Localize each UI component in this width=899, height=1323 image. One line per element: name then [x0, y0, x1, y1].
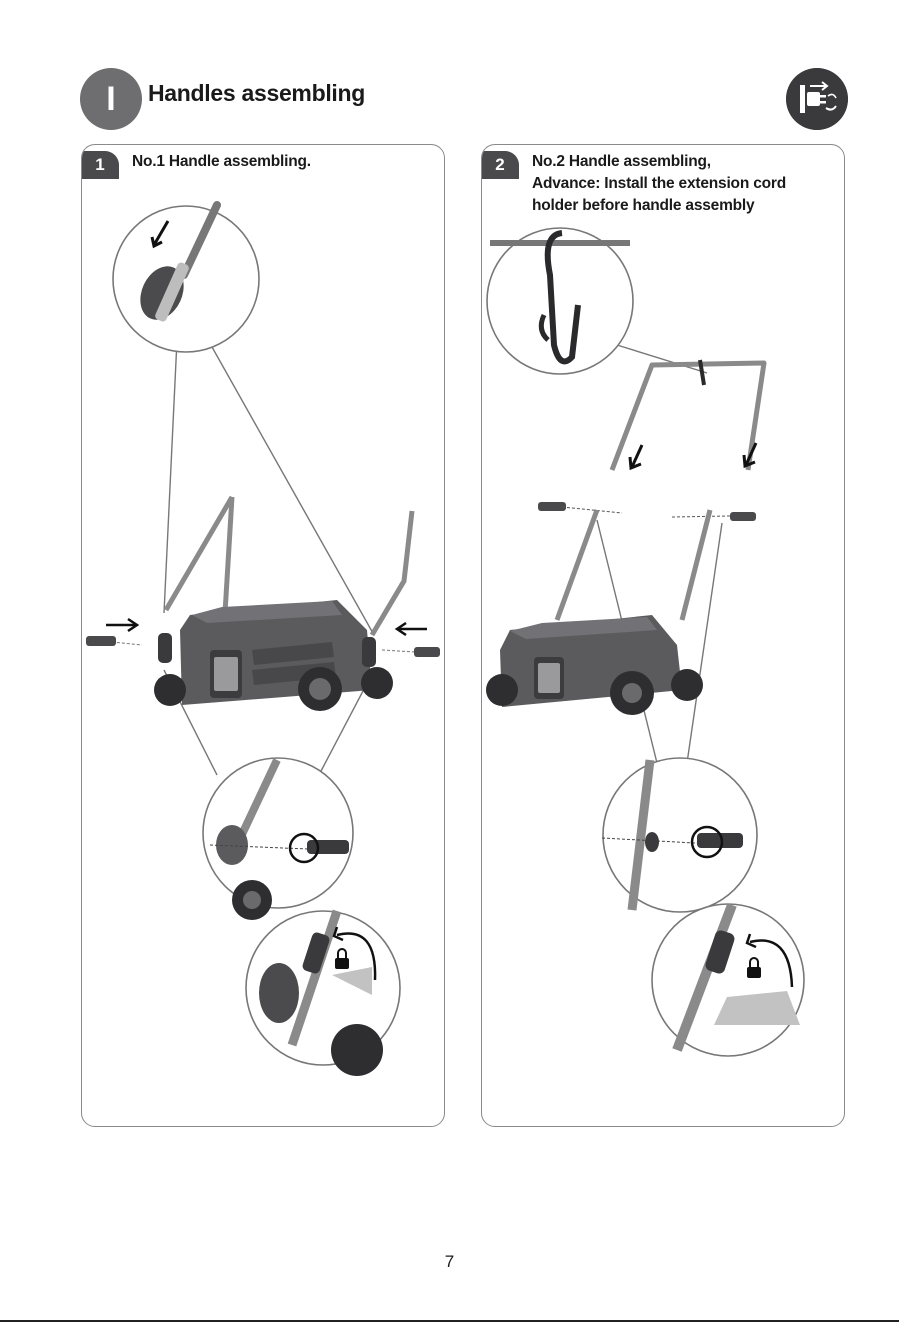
step-2-illustration: [482, 145, 845, 1127]
leader-line: [617, 345, 707, 373]
page-number: 7: [0, 1252, 899, 1272]
detail-circle-top: [113, 205, 259, 352]
step-panel-1: 1 No.1 Handle assembling.: [81, 144, 445, 1127]
section-marker: I: [106, 80, 115, 119]
detail-circle-middle: [602, 758, 757, 912]
mower-illustration: [86, 497, 440, 711]
detail-circle-middle: [203, 758, 353, 920]
unplug-power-icon: [786, 68, 848, 130]
mower-illustration: [486, 510, 710, 715]
section-badge: I: [80, 68, 142, 130]
bottom-rule: [0, 1320, 899, 1322]
step-1-illustration: [82, 145, 445, 1127]
page-title: Handles assembling: [148, 80, 365, 107]
step-panel-2: 2 No.2 Handle assembling, Advance: Insta…: [481, 144, 845, 1127]
detail-circle-bottom: [652, 904, 804, 1056]
leader-line: [164, 340, 177, 613]
handle-illustration: [538, 360, 764, 521]
cord-holder-detail-circle: [487, 228, 633, 374]
detail-circle-bottom: [246, 911, 400, 1076]
leader-line: [212, 347, 374, 635]
leader-line: [687, 523, 722, 763]
